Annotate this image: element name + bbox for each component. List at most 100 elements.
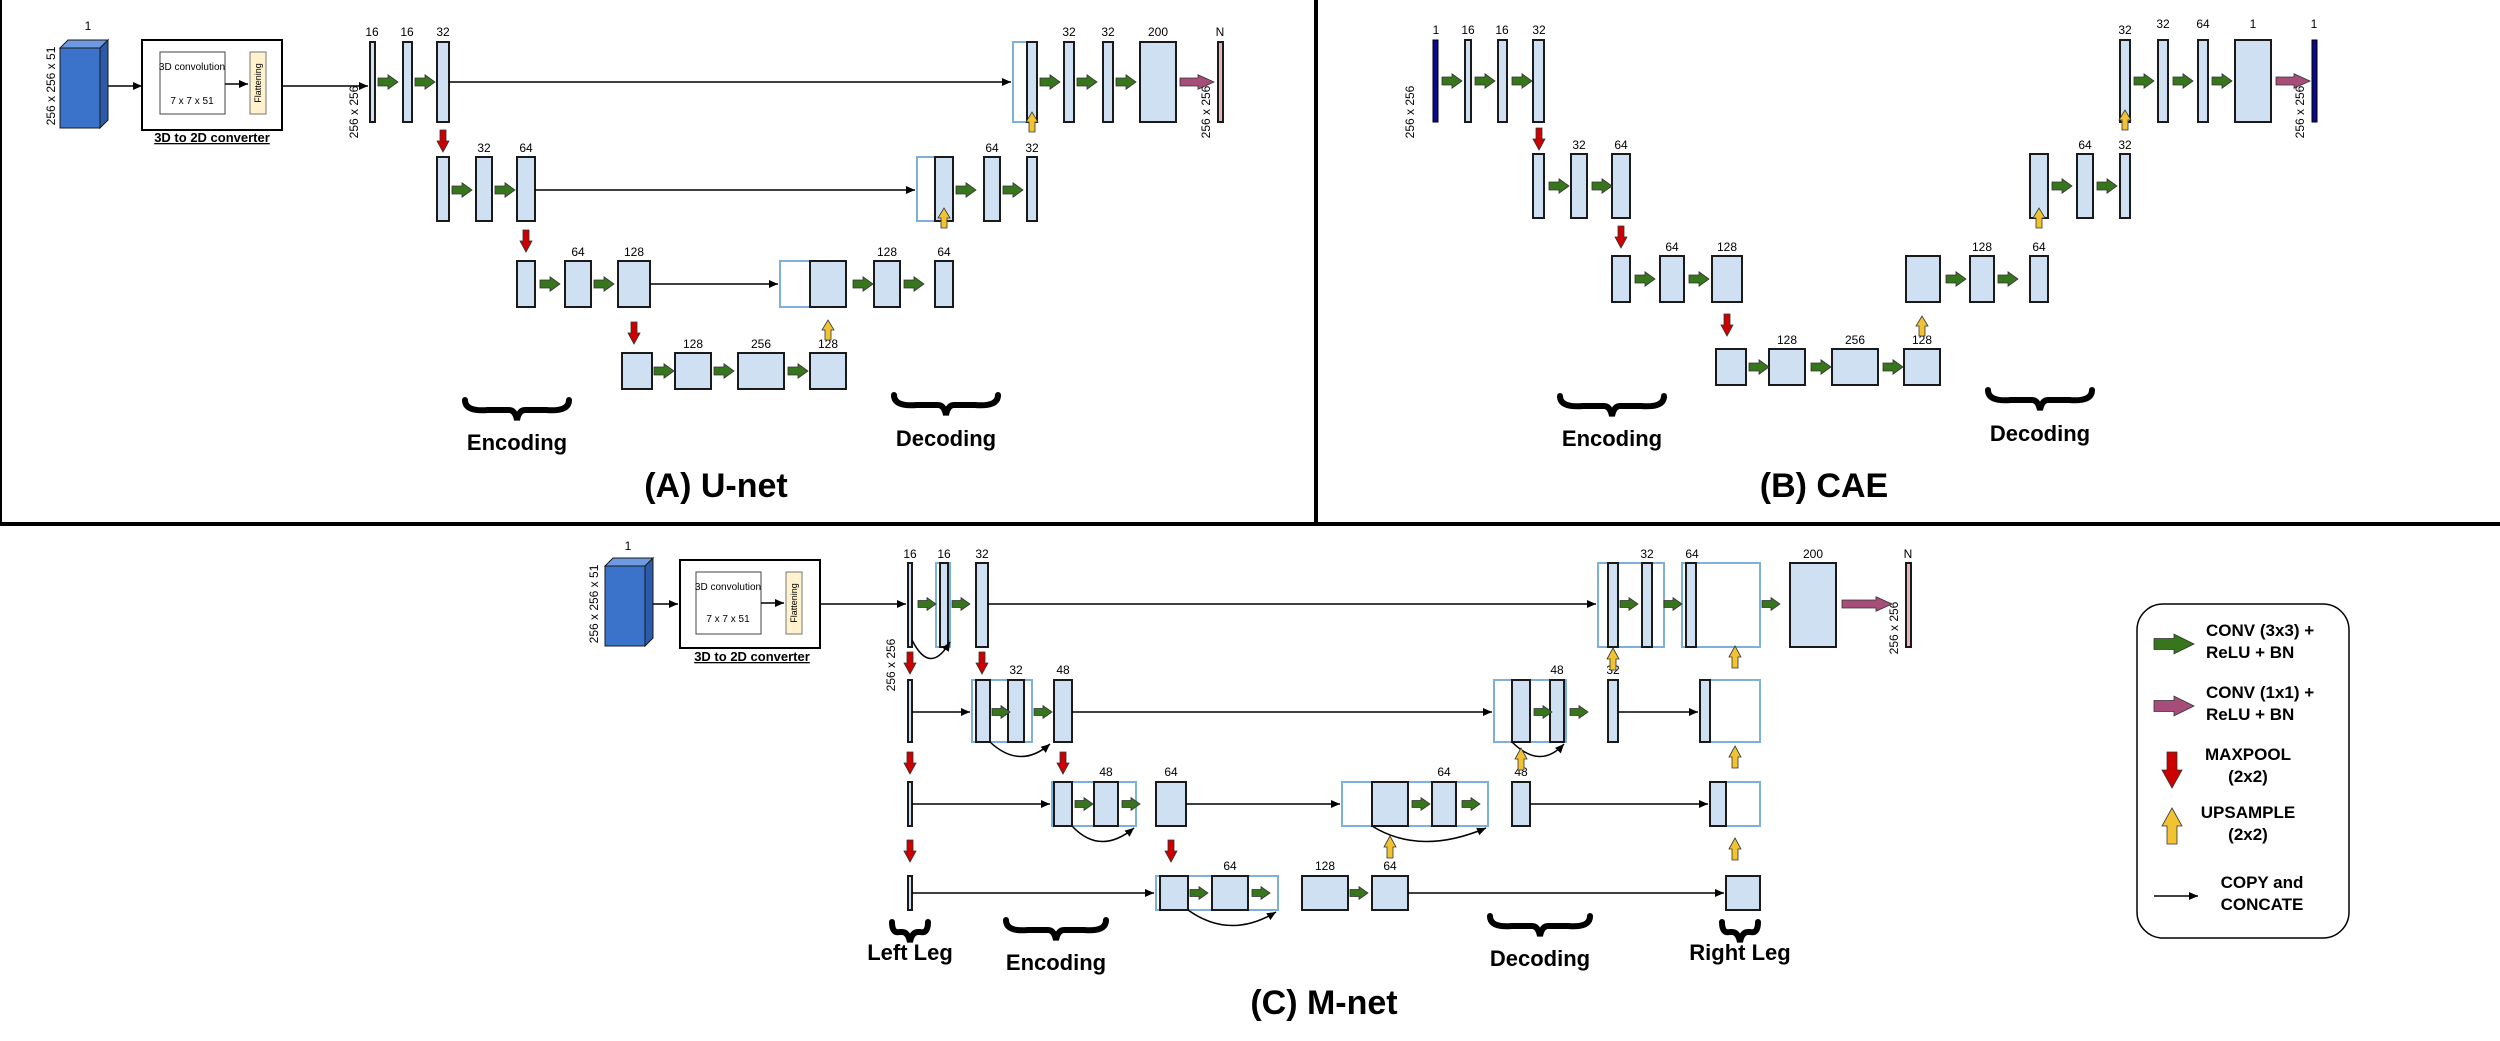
flattening-label: Flattening [789, 583, 799, 623]
conv3x3-arrow-icon [539, 276, 561, 292]
side-size-label: 256 x 256 [1403, 85, 1417, 138]
conv3x3-arrow-icon [903, 276, 925, 292]
layer-block [1549, 679, 1565, 743]
layer-block [564, 260, 592, 308]
conv3x3-arrow-icon [991, 704, 1011, 720]
channel-label: 128 [1972, 240, 1992, 254]
channel-label: 64 [2196, 17, 2210, 31]
input-depth-label: 1 [625, 539, 632, 553]
channel-label: 64 [2032, 240, 2046, 254]
skip-connection-arrow [1371, 825, 1487, 843]
layer-block [1711, 255, 1743, 303]
brace-icon [1487, 913, 1593, 937]
channel-label: 32 [1532, 23, 1546, 37]
conv3x3-arrow-icon [1033, 704, 1053, 720]
conv3x3-arrow-icon [2133, 73, 2155, 89]
conv3x3-arrow-icon [1411, 796, 1431, 812]
layer-block [2234, 39, 2272, 123]
output-bar [1905, 562, 1912, 648]
channel-label: 64 [1685, 547, 1699, 561]
channel-label: 32 [2156, 17, 2170, 31]
layer-block [1685, 562, 1697, 648]
conv3x3-arrow-icon [955, 182, 977, 198]
layer-block [1371, 781, 1409, 827]
layer-block [1611, 255, 1631, 303]
upsample-arrow-icon [821, 319, 835, 341]
layer-block [369, 41, 376, 123]
channel-label: 128 [1717, 240, 1737, 254]
channel-label: 32 [1101, 25, 1115, 39]
output-bar [1217, 41, 1224, 123]
concat-ghost-block [1681, 562, 1761, 648]
input-size-label: 256 x 256 x 51 [587, 564, 601, 643]
brace-icon [462, 397, 572, 421]
maxpool-arrow-icon [1056, 751, 1070, 775]
upsample-arrow-icon [1383, 835, 1397, 859]
layer-block [1026, 41, 1038, 123]
unet-panel: 1 256 x 256 x 51 3D convolution 7 x 7 x … [44, 19, 1224, 505]
channel-label: 1 [1433, 23, 1440, 37]
input-depth-label: 1 [85, 19, 92, 33]
brace-icon [1003, 917, 1109, 941]
channel-label: 128 [877, 245, 897, 259]
channel-label: 48 [1550, 663, 1564, 677]
conv1x1-arrow-icon [2275, 73, 2311, 89]
flattening-label: Flattening [253, 63, 263, 103]
concat-ghost-block [779, 260, 811, 308]
conv3x3-arrow-icon [1663, 596, 1683, 612]
skip-connection-arrow [989, 741, 1051, 758]
channel-label: 32 [2118, 138, 2132, 152]
concat-ghost-block [1012, 41, 1028, 123]
channel-label: N [1904, 547, 1913, 561]
channel-label: N [1216, 25, 1225, 39]
channel-label: 16 [1461, 23, 1475, 37]
channel-label: 256 [751, 337, 771, 351]
conv3x3-arrow-icon [1748, 359, 1770, 375]
layer-block [1641, 562, 1653, 648]
conv3x3-arrow-icon [451, 182, 473, 198]
conv3x3-arrow-icon [1997, 271, 2019, 287]
channel-label: 16 [937, 547, 951, 561]
skip-connection-arrow [1071, 825, 1135, 843]
input-size-label: 256 x 256 x 51 [44, 46, 58, 125]
layer-block [1903, 348, 1941, 386]
layer-block [873, 260, 901, 308]
layer-block [516, 156, 536, 222]
converter-conv-label: 3D convolution [159, 62, 225, 73]
conv3x3-arrow-icon [1810, 359, 1832, 375]
channel-label: 64 [2078, 138, 2092, 152]
upsample-arrow-icon [2118, 109, 2132, 131]
conv3x3-arrow-icon [1569, 704, 1589, 720]
side-size-label: 256 x 256 [1199, 85, 1213, 138]
channel-label: 64 [1383, 859, 1397, 873]
conv3x3-arrow-icon [2211, 73, 2233, 89]
layer-block [1464, 39, 1472, 123]
channel-label: 32 [975, 547, 989, 561]
conv3x3-arrow-icon [1349, 885, 1369, 901]
layer-block [1570, 153, 1588, 219]
decoding-label: Decoding [896, 426, 996, 451]
conv3x3-arrow-icon [1761, 596, 1781, 612]
maxpool-arrow-icon [519, 229, 533, 253]
maxpool-arrow-icon [1614, 225, 1628, 249]
conv3x3-arrow-icon [377, 74, 399, 90]
channel-label: 64 [1223, 859, 1237, 873]
layer-block [1532, 153, 1545, 219]
channel-label: 16 [365, 25, 379, 39]
maxpool-arrow-icon [1164, 839, 1178, 863]
conv3x3-arrow-icon [852, 276, 874, 292]
conv3x3-arrow-icon [1074, 796, 1094, 812]
side-size-label: 256 x 256 [1887, 601, 1901, 654]
conv3x3-arrow-icon [1076, 74, 1098, 90]
legend: CONV (3x3) +ReLU + BN CONV (1x1) +ReLU +… [2136, 603, 2350, 939]
layer-block [1905, 255, 1941, 303]
channel-label: 32 [477, 141, 491, 155]
decoding-label: Decoding [1990, 421, 2090, 446]
layer-block [402, 41, 413, 123]
converter-kernel-label: 7 x 7 x 51 [170, 96, 214, 107]
decoding-label: Decoding [1490, 946, 1590, 971]
conv3x3-arrow-icon [1945, 271, 1967, 287]
layer-block [1053, 679, 1073, 743]
layer-block [809, 352, 847, 390]
